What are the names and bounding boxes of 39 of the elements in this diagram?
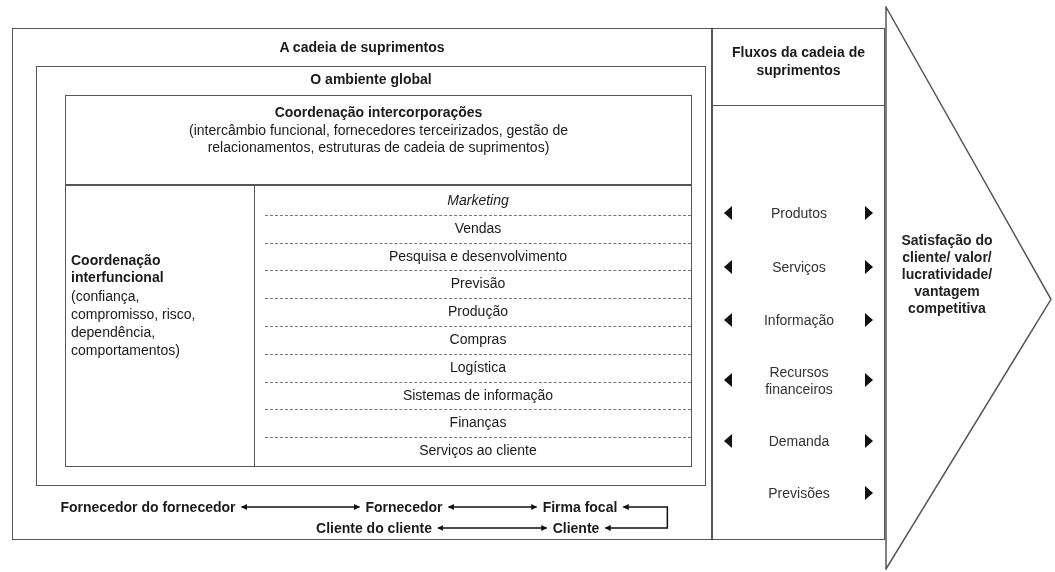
table-cell [65,185,255,467]
flow-label: Serviços [771,259,827,276]
function-label: Previsão [265,270,691,300]
actor-label: Firma focal [541,499,619,516]
flow-label: Previsões [767,485,831,502]
double-arrow [240,504,361,510]
flow-label: Informação [762,312,835,329]
function-label: Finanças [265,409,691,439]
section-title: O ambiente global [309,71,433,88]
actor-label: Fornecedor do fornecedor [59,499,237,516]
actor-label: Cliente [551,520,601,537]
panel [36,66,706,486]
double-arrow [437,525,548,531]
actor-label: Cliente do cliente [315,520,433,537]
function-label: Serviços ao cliente [418,441,538,461]
column-heading: Fluxos da cadeia de suprimentos [730,43,867,79]
cell-heading: Coordenação interfuncional [71,252,165,286]
function-label: Pesquisa e desenvolvimento [265,242,691,272]
function-label: Produção [265,298,691,327]
table-cell [65,95,692,185]
function-label: Logística [265,353,691,383]
flow-label: Demanda [767,433,831,450]
table-cell [254,185,692,467]
outcome-label: Satisfação do cliente/ valor/ lucratividade/ vantagem competitiva [900,232,994,317]
outer-frame [12,28,712,540]
function-label: Marketing [265,187,691,216]
double-arrow [447,504,538,510]
cell-text: (confiança, compromisso, risco, dependência, comportamentos) [71,287,197,359]
double-arrow [604,504,669,531]
cell-heading: Coordenação intercorporações [273,104,484,121]
actor-label: Fornecedor [364,499,444,516]
flow-label: Recursos financeiros [764,364,834,398]
function-label: Compras [265,326,691,355]
function-label: Sistemas de informação [265,381,691,411]
column-panel [712,28,885,540]
section-title: A cadeia de suprimentos [278,39,446,56]
cell-text: (intercâmbio funcional, fornecedores terceirizados, gestão de relacionamentos, estruturas de cadeia de suprimentos) [188,122,569,156]
function-label: Vendas [265,214,691,244]
flow-label: Produtos [769,205,828,222]
